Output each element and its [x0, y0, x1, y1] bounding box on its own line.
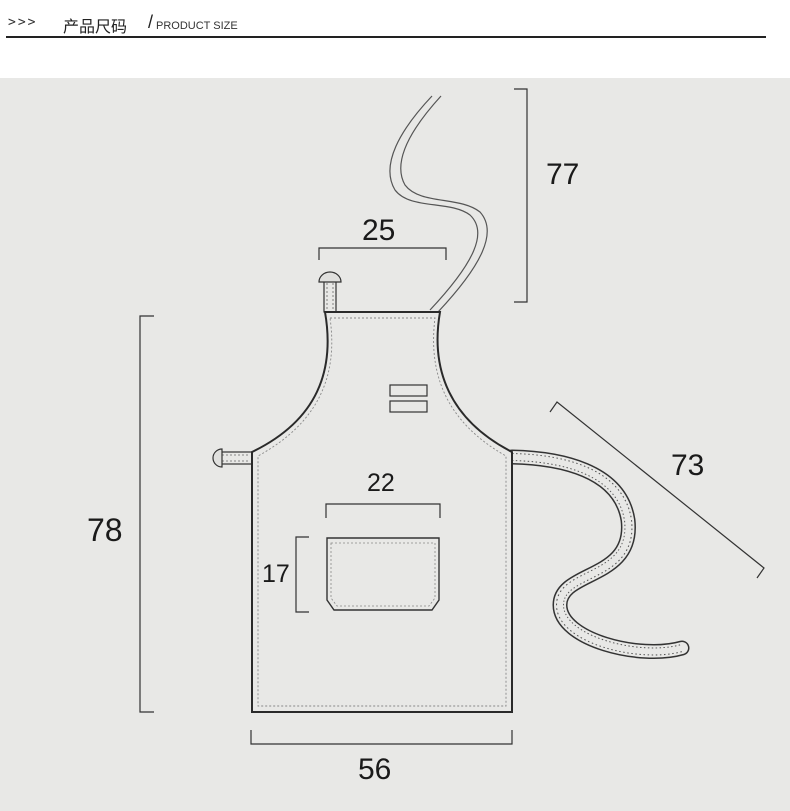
neck-strap	[389, 95, 488, 313]
dimension-lines	[139, 88, 765, 745]
label-tab-bottom	[389, 400, 428, 413]
header-arrows: >>>	[8, 15, 38, 30]
side-loop	[212, 448, 253, 468]
pocket-stitching	[330, 542, 436, 607]
dim-top-width: 25	[362, 214, 396, 247]
dim-bottom-width: 56	[358, 753, 392, 786]
dim-waist-strap: 73	[671, 449, 705, 482]
neck-loop	[318, 271, 342, 313]
dim-pocket-width: 22	[367, 469, 395, 497]
pocket	[326, 537, 440, 611]
header-title: 产品尺码	[63, 17, 128, 36]
dim-height: 78	[87, 512, 123, 548]
apron-body	[251, 311, 513, 713]
label-tab-top	[389, 384, 428, 397]
waist-strap	[504, 449, 690, 659]
section-header: >>> 产品尺码 / PRODUCT SIZE	[6, 12, 766, 38]
header-slash: /	[148, 12, 154, 32]
dim-neck-strap: 77	[546, 158, 580, 191]
apron-stitching	[257, 317, 507, 707]
dim-pocket-height: 17	[262, 560, 290, 588]
header-subtitle: PRODUCT SIZE	[156, 20, 238, 32]
